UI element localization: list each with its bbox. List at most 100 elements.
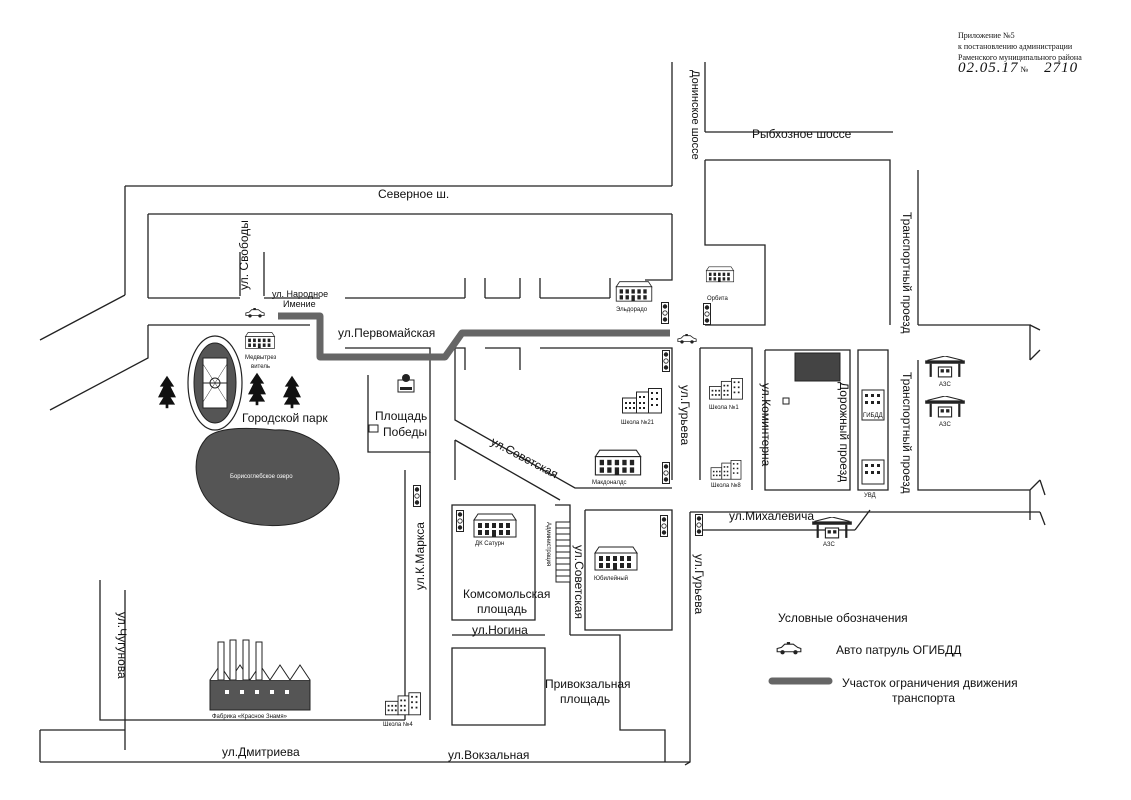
svg-text:Школа №4: Школа №4: [383, 721, 413, 728]
azs-station-1: АЗС: [925, 356, 965, 388]
svg-text:УВД: УВД: [864, 493, 876, 499]
header-line-3: Раменского муниципального района: [958, 53, 1082, 62]
svg-text:ул.Дмитриева: ул.Дмитриева: [222, 745, 300, 759]
tree-icon: [158, 375, 176, 409]
traffic-light-icon: [413, 485, 421, 507]
administration-building: Администрация: [545, 521, 571, 583]
monument-icon: [397, 374, 415, 393]
svg-text:Макдоналдс: Макдоналдс: [592, 480, 627, 486]
gorodskoy-park-label: Городской парк: [242, 411, 328, 425]
patrol-car-icon: [677, 334, 697, 344]
traffic-light-icon: [695, 514, 703, 536]
svg-text:АЗС: АЗС: [939, 382, 951, 388]
svg-text:ул.Вокзальная: ул.Вокзальная: [448, 748, 529, 762]
svg-text:Северное ш.: Северное ш.: [378, 187, 449, 201]
header-signature: 02.05.17 № 2710: [958, 60, 1118, 76]
svg-text:ДК Сатурн: ДК Сатурн: [475, 541, 504, 547]
ploshad-pobedy: Площадь Победы: [368, 374, 427, 439]
azs-station-3: АЗС: [812, 517, 852, 548]
traffic-light-icon: [661, 302, 669, 324]
school-8: Школа №8: [710, 460, 742, 489]
svg-text:ул.Первомайская: ул.Первомайская: [338, 326, 435, 340]
svg-text:ул.К.Маркса: ул.К.Маркса: [413, 522, 427, 590]
school-21: Школа №21: [621, 388, 663, 426]
svg-text:Школа №1: Школа №1: [709, 404, 739, 411]
medvytrezvitel-building: Медвытрез витель: [245, 331, 277, 370]
patrol-car-icon: [776, 642, 802, 655]
tree-icon: [283, 375, 301, 409]
svg-text:Эльдорадо: Эльдорадо: [616, 307, 648, 313]
svg-text:Донинское шоссе: Донинское шоссе: [689, 70, 701, 160]
traffic-light-icon: [662, 350, 670, 372]
svg-text:Рыбхозное шоссе: Рыбхозное шоссе: [752, 127, 852, 141]
svg-text:ул.Чугунова: ул.Чугунова: [115, 612, 129, 679]
number-sign: №: [1020, 65, 1029, 74]
svg-text:ул.Гурьева: ул.Гурьева: [692, 554, 706, 614]
header-line-1: Приложение №5: [958, 31, 1015, 40]
svg-text:ул.Советская: ул.Советская: [572, 545, 586, 619]
svg-text:Дорожный проезд: Дорожный проезд: [837, 382, 851, 482]
factory-icon: Фабрика «Красное Знамя»: [209, 639, 311, 720]
svg-text:Юбилейный: Юбилейный: [594, 575, 628, 582]
tree-icon: [248, 372, 266, 406]
komsomolskaya-label: Комсомольская: [463, 587, 550, 601]
traffic-light-icon: [662, 462, 670, 484]
svg-text:Школа №21: Школа №21: [621, 419, 655, 426]
patrol-car-icon: [245, 308, 265, 318]
road-network: [39, 62, 1046, 766]
svg-text:Фабрика «Красное Знамя»: Фабрика «Красное Знамя»: [212, 714, 288, 720]
legend: Условные обозначения Авто патруль ОГИБДД…: [768, 611, 1018, 705]
traffic-light-icon: [703, 303, 711, 325]
handwritten-number: 2710: [1044, 60, 1079, 76]
komsomolskaya-label-2: площадь: [477, 602, 527, 616]
svg-text:Администрация: Администрация: [545, 522, 551, 566]
uvd-building: УВД: [861, 459, 885, 499]
svg-text:ул.Советская: ул.Советская: [489, 434, 561, 481]
document-header: Приложение №5 к постановлению администра…: [958, 30, 1118, 76]
svg-text:Площадь: Площадь: [375, 409, 427, 423]
stadium-icon: [187, 335, 243, 431]
svg-text:ул. Свободы: ул. Свободы: [237, 220, 251, 290]
svg-text:АЗС: АЗС: [823, 542, 835, 548]
svg-text:Транспортный проезд: Транспортный проезд: [900, 372, 914, 494]
azs-station-2: АЗС: [925, 396, 965, 428]
yubileyny-building: Юбилейный: [594, 546, 638, 582]
svg-text:ГИБДД: ГИБДД: [863, 413, 883, 419]
svg-text:ул.Михалевича: ул.Михалевича: [729, 509, 814, 523]
legend-restriction: Участок ограничения движения: [842, 676, 1018, 690]
svg-text:ул.Коминтерна: ул.Коминтерна: [759, 383, 773, 467]
city-park: Городской парк Борисоглебское озеро: [158, 335, 340, 527]
traffic-light-icon: [660, 515, 668, 537]
legend-restriction-2: транспорта: [892, 691, 955, 705]
svg-text:ул.Гурьева: ул.Гурьева: [678, 385, 692, 445]
hatched-building: [794, 352, 841, 382]
svg-text:Медвытрез: Медвытрез: [245, 355, 277, 361]
privokzalnaya-label: Привокзальная: [545, 677, 631, 691]
svg-text:Транспортный проезд: Транспортный проезд: [900, 212, 914, 334]
handwritten-date: 02.05.17: [958, 60, 1019, 76]
legend-patrol: Авто патруль ОГИБДД: [836, 643, 961, 657]
svg-text:ул. Народное: ул. Народное: [272, 289, 328, 299]
svg-text:Победы: Победы: [383, 425, 427, 439]
svg-text:витель: витель: [251, 364, 270, 370]
lake-borisoglebskoe: [195, 427, 340, 527]
lake-label: Борисоглебское озеро: [230, 474, 293, 480]
svg-text:Школа №8: Школа №8: [711, 482, 741, 489]
legend-title: Условные обозначения: [778, 611, 908, 625]
school-4: Школа №4: [383, 692, 421, 728]
traffic-light-icon: [456, 510, 464, 532]
orbita-building: Орбита: [705, 266, 735, 302]
makdonalds-building: Макдоналдс: [592, 449, 642, 486]
svg-text:Орбита: Орбита: [707, 296, 728, 302]
small-building: [782, 397, 790, 405]
eldorado-building: Эльдорадо: [615, 281, 653, 313]
header-line-2: к постановлению администрации: [958, 42, 1073, 51]
svg-text:ул.Ногина: ул.Ногина: [472, 623, 528, 637]
dk-saturn-building: ДК Сатурн: [473, 513, 517, 547]
gibdd-building: ГИБДД: [861, 389, 885, 421]
traffic-restriction-route: [278, 312, 670, 361]
svg-text:Имение: Имение: [283, 299, 316, 309]
privokzalnaya-label-2: площадь: [560, 692, 610, 706]
svg-text:АЗС: АЗС: [939, 422, 951, 428]
